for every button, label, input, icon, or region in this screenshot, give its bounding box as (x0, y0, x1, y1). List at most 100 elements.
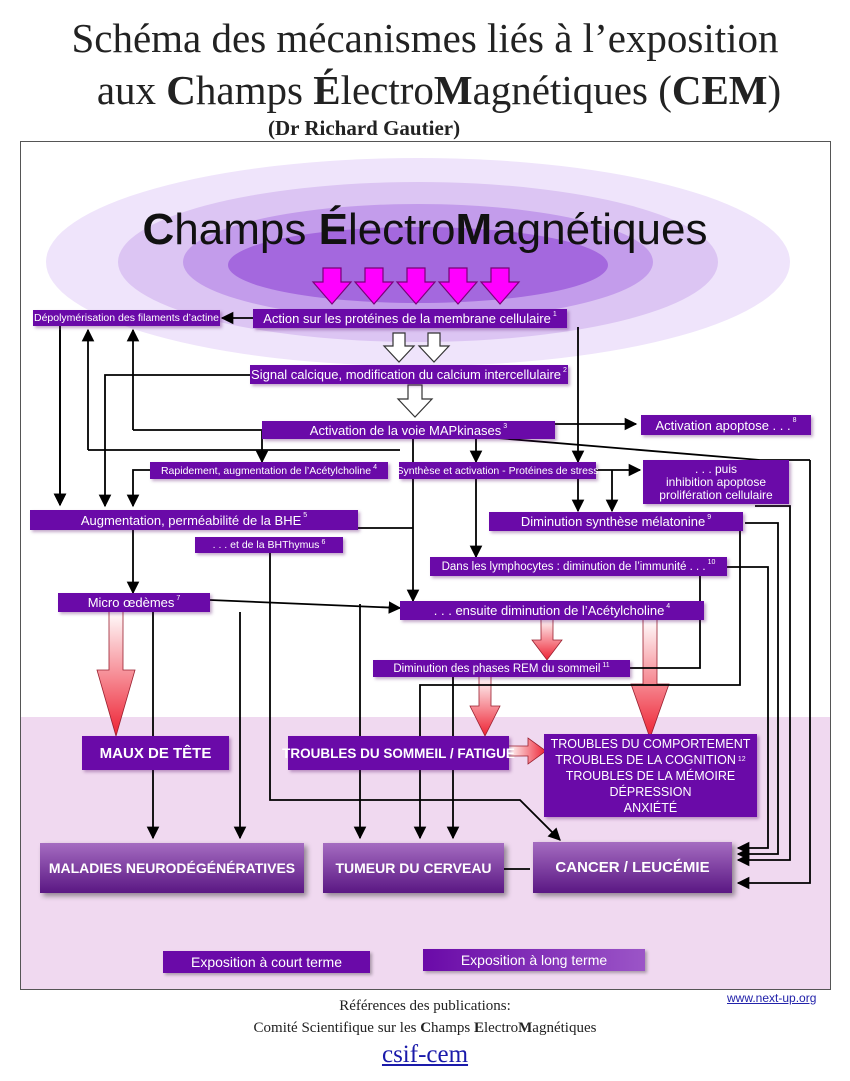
magenta-arrow (479, 267, 521, 305)
reference-number: 6 (321, 539, 326, 546)
node-rapidement: Rapidement, augmentation de l’Acétylchol… (150, 462, 388, 479)
heading-part: agnétiques (492, 205, 708, 254)
footer-part: M (518, 1020, 533, 1036)
reference-number: 3 (503, 423, 508, 430)
footer-part: C (420, 1020, 432, 1036)
outline-arrows (382, 332, 451, 418)
node-label: . . . et de la BHThymus (212, 539, 320, 551)
node-label: Dans les lymphocytes : diminution de l’i… (441, 560, 706, 573)
node-line: DÉPRESSION (609, 784, 692, 799)
reference-number: 1 (552, 311, 557, 318)
csif-cem-link[interactable]: csif-cem (381, 1041, 469, 1068)
connector-lines (53, 311, 811, 890)
node-troubles-sommeil: TROUBLES DU SOMMEIL / FATIGUE (282, 736, 515, 770)
reference-number: 7 (176, 595, 181, 602)
node-label: Activation de la voie MAPkinases (309, 422, 502, 438)
node-label: TROUBLES DU SOMMEIL / FATIGUE (282, 745, 515, 761)
node-signal-calcique: Signal calcique, modification du calcium… (250, 365, 568, 384)
node-label: Dépolymérisation des filaments d’actine (33, 312, 219, 324)
node-label: MAUX DE TÊTE (99, 744, 212, 762)
node-ensuite-acetylcholine: . . . ensuite diminution de l’Acétylchol… (400, 601, 704, 620)
red-arrows (96, 609, 670, 765)
cem-heading: Champs ÉlectroMagnétiques (0, 205, 850, 255)
node-label: Diminution des phases REM du sommeil (393, 662, 601, 675)
magenta-arrow (395, 267, 437, 305)
node-activation-apoptose: Activation apoptose . . .8 (641, 415, 811, 435)
footer-references: Références des publications: (339, 998, 511, 1014)
heading-part: M (455, 205, 493, 254)
node-label: Micro œdèmes (87, 595, 175, 610)
page-title-line2: aux Champs ÉlectroMagnétiques (CEM) (14, 68, 850, 112)
heading-part: É (318, 205, 348, 254)
reference-number: 5 (303, 512, 308, 519)
node-label: Activation apoptose . . . (655, 417, 791, 433)
node-label: TUMEUR DU CERVEAU (335, 860, 492, 876)
title-part: É (313, 67, 341, 113)
site-link[interactable]: www.next-up.org (727, 991, 817, 1005)
magenta-arrow (437, 267, 479, 305)
title-part: ) (767, 67, 782, 113)
heading-part: C (142, 205, 175, 254)
node-troubles-comportement: TROUBLES DU COMPORTEMENT TROUBLES DE LA … (544, 734, 757, 817)
footer-part: hamps (431, 1020, 474, 1036)
footer-part: Comité Scientifique sur les (253, 1020, 421, 1036)
heading-part: lectro (347, 205, 456, 254)
magenta-arrow (353, 267, 395, 305)
reference-number: 4 (373, 464, 378, 471)
diagram-frame (20, 141, 831, 990)
legend-long-terme: Exposition à long terme (423, 949, 645, 971)
node-label: Diminution synthèse mélatonine (520, 514, 706, 529)
node-maux-tete: MAUX DE TÊTE (82, 736, 229, 770)
node-label: Action sur les protéines de la membrane … (263, 311, 551, 326)
reference-number: 2 (563, 367, 567, 374)
reference-number: 10 (707, 559, 716, 566)
node-synthese-stress: Synthèse et activation - Protéines de st… (396, 462, 599, 479)
node-tumeur-cerveau: TUMEUR DU CERVEAU (323, 843, 504, 893)
magenta-arrow (311, 267, 353, 305)
node-maladies-neuro: MALADIES NEURODÉGÉNÉRATIVES (40, 843, 304, 893)
node-puis-inhibition: . . . puis inhibition apoptose proliféra… (643, 460, 789, 504)
field-arrows (311, 267, 521, 305)
title-part: CEM (671, 67, 768, 113)
title-part: agnétiques ( (472, 67, 672, 113)
page-title-line1: Schéma des mécanismes liés à l’expositio… (71, 15, 779, 61)
legend-court-terme: Exposition à court terme (163, 951, 370, 973)
title-part: aux (96, 67, 167, 113)
reference-number: 4 (666, 603, 671, 610)
title-part: lectro (340, 67, 434, 113)
node-lymphocytes: Dans les lymphocytes : diminution de l’i… (430, 557, 727, 576)
reference-number: 12 (737, 755, 746, 763)
node-line: inhibition apoptose (665, 474, 767, 489)
node-line: TROUBLES DU COMPORTEMENT (550, 736, 751, 751)
reference-number: 9 (707, 514, 712, 521)
node-label: CANCER / LEUCÉMIE (555, 859, 710, 876)
node-line: ANXIÉTÉ (623, 800, 678, 815)
footer-part: E (473, 1020, 484, 1036)
node-line-text: TROUBLES DE LA COGNITION (555, 752, 736, 767)
title-part: hamps (195, 67, 314, 113)
node-label: Augmentation, perméabilité de la BHE (80, 512, 302, 528)
node-line: prolifération cellulaire (659, 487, 773, 502)
node-line: . . . puis (694, 461, 738, 476)
heading-part: hamps (174, 205, 319, 254)
node-label: Signal calcique, modification du calcium… (251, 367, 562, 382)
node-label: Synthèse et activation - Protéines de st… (396, 464, 599, 477)
footer-part: agnétiques (532, 1020, 597, 1036)
node-line: TROUBLES DE LA MÉMOIRE (565, 768, 736, 783)
footer-part: lectro (483, 1020, 519, 1036)
title-part: M (433, 67, 473, 113)
node-label: MALADIES NEURODÉGÉNÉRATIVES (48, 860, 296, 876)
author-credit: (Dr Richard Gautier) (268, 116, 461, 140)
node-cancer-leucemie: CANCER / LEUCÉMIE (533, 842, 732, 893)
node-action-proteines: Action sur les protéines de la membrane … (253, 309, 567, 328)
node-label: Rapidement, augmentation de l’Acétylchol… (160, 464, 372, 477)
footer-comite: Comité Scientifique sur les Champs Elect… (0, 1020, 850, 1037)
reference-number: 8 (792, 417, 797, 424)
legend-label: Exposition à court terme (191, 954, 342, 970)
